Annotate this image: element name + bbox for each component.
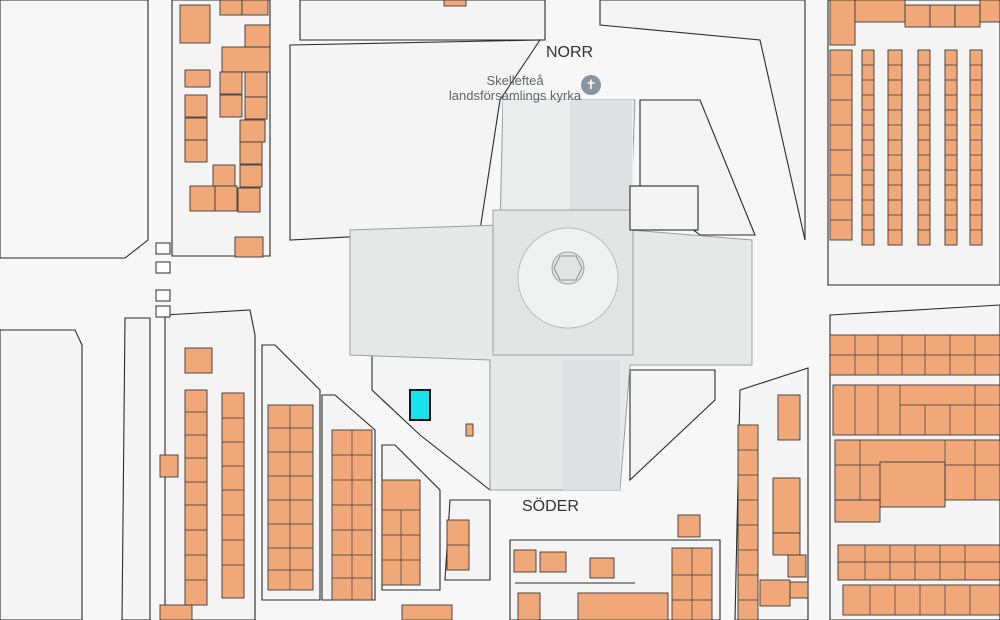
block-north-center-left xyxy=(299,0,546,41)
church-cross-icon[interactable]: ✝ xyxy=(581,75,601,95)
church-annex xyxy=(629,185,699,231)
poi-name-line2: landsförsamlings kyrka xyxy=(448,88,582,103)
poi-name-line1: Skellefteå xyxy=(486,73,544,88)
block-west-top xyxy=(0,0,149,259)
block-north-center xyxy=(289,39,542,241)
building-dividers xyxy=(185,64,1000,620)
road-squares xyxy=(155,242,171,318)
poi-church[interactable]: Skellefteå landsförsamlings kyrka xyxy=(420,73,610,103)
block-north-east xyxy=(599,0,806,241)
block-church-se xyxy=(629,369,716,482)
highlighted-building xyxy=(409,389,431,421)
block-west-bottom-b xyxy=(121,317,151,620)
label-south: SÖDER xyxy=(522,498,579,515)
buildings xyxy=(159,0,1000,620)
block-west-bottom xyxy=(0,329,83,620)
church-building xyxy=(349,99,753,491)
label-north: NORR xyxy=(546,44,594,61)
